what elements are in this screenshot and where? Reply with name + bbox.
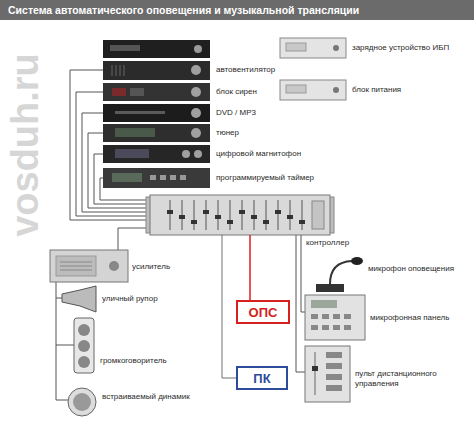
loudspeakers (62, 286, 96, 416)
mixer-controller (146, 195, 334, 235)
controller-label: контроллер (306, 238, 349, 248)
part-label: усилитель (132, 262, 170, 272)
part-label: пульт дистанционного управления (355, 369, 470, 389)
box-label: ПК (253, 371, 270, 386)
connector-line (222, 235, 236, 378)
system-box: ОПС (236, 300, 290, 324)
part-label: уличный рупор (102, 294, 158, 304)
rack-devices (103, 40, 210, 188)
system-box: ПК (236, 366, 288, 390)
part-label: блок питания (352, 85, 401, 95)
part-label: зарядное устройство ИБП (352, 43, 449, 53)
amplifier (50, 250, 128, 282)
connector-line (249, 235, 251, 300)
part-label: блок сирен (216, 87, 257, 97)
part-label: встраиваемый динамик (102, 392, 190, 402)
watermark: vosduh.ru (3, 40, 47, 250)
part-label: микрофон оповещения (368, 264, 454, 274)
part-label: тюнер (216, 128, 239, 138)
part-label: программируемый таймер (216, 173, 314, 183)
part-label: DVD / MP3 (216, 108, 256, 118)
diagram-title: Система автоматического оповещения и муз… (0, 0, 474, 20)
power-devices (280, 38, 346, 100)
part-label: цифровой магнитофон (216, 149, 301, 159)
box-label: ОПС (249, 305, 278, 320)
controller-node: контроллер (150, 195, 330, 235)
part-label: микрофонная панель (370, 313, 449, 323)
part-label: громкоговоритель (100, 356, 167, 366)
part-label: автовентилятор (216, 65, 275, 75)
